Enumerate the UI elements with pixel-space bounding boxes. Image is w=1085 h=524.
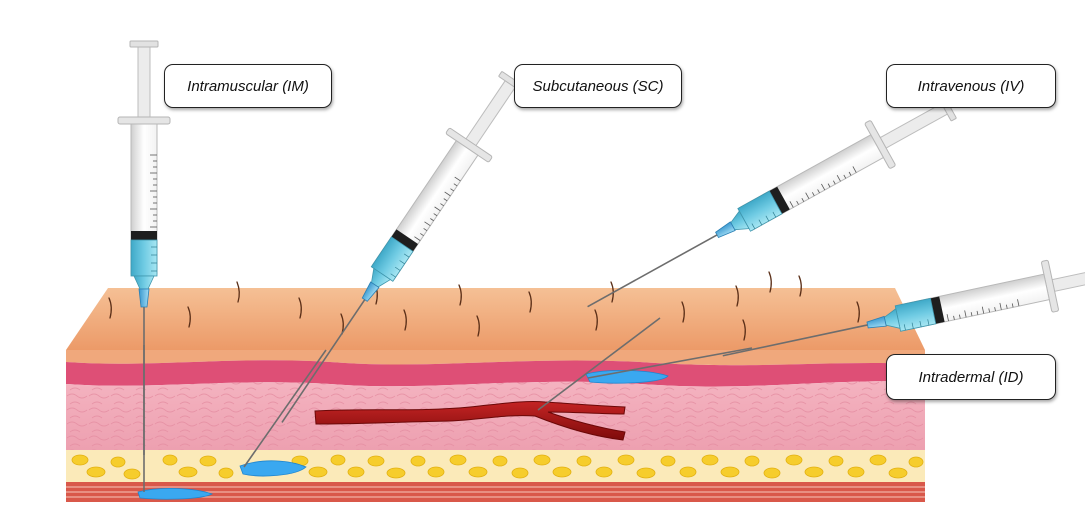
label-subcutaneous: Subcutaneous (SC) [514, 64, 682, 108]
intramuscular-deposit [137, 487, 214, 500]
label-subcutaneous-text: Subcutaneous (SC) [532, 77, 664, 95]
label-intradermal: Intradermal (ID) [886, 354, 1056, 400]
label-intramuscular-text: Intramuscular (IM) [187, 77, 309, 95]
intradermal-bleb [585, 369, 669, 384]
skin-surface [66, 288, 925, 350]
label-intravenous: Intravenous (IV) [886, 64, 1056, 108]
skin-cross-section [66, 271, 925, 502]
hairs [108, 271, 860, 341]
subcutaneous-deposit [239, 460, 307, 477]
label-intramuscular: Intramuscular (IM) [164, 64, 332, 108]
label-intradermal-text: Intradermal (ID) [918, 368, 1024, 386]
epidermis-layer [66, 350, 925, 366]
label-intravenous-text: Intravenous (IV) [917, 77, 1025, 95]
upper-dermis-layer [66, 360, 925, 387]
fat-globules [71, 454, 924, 480]
vein [314, 400, 626, 441]
